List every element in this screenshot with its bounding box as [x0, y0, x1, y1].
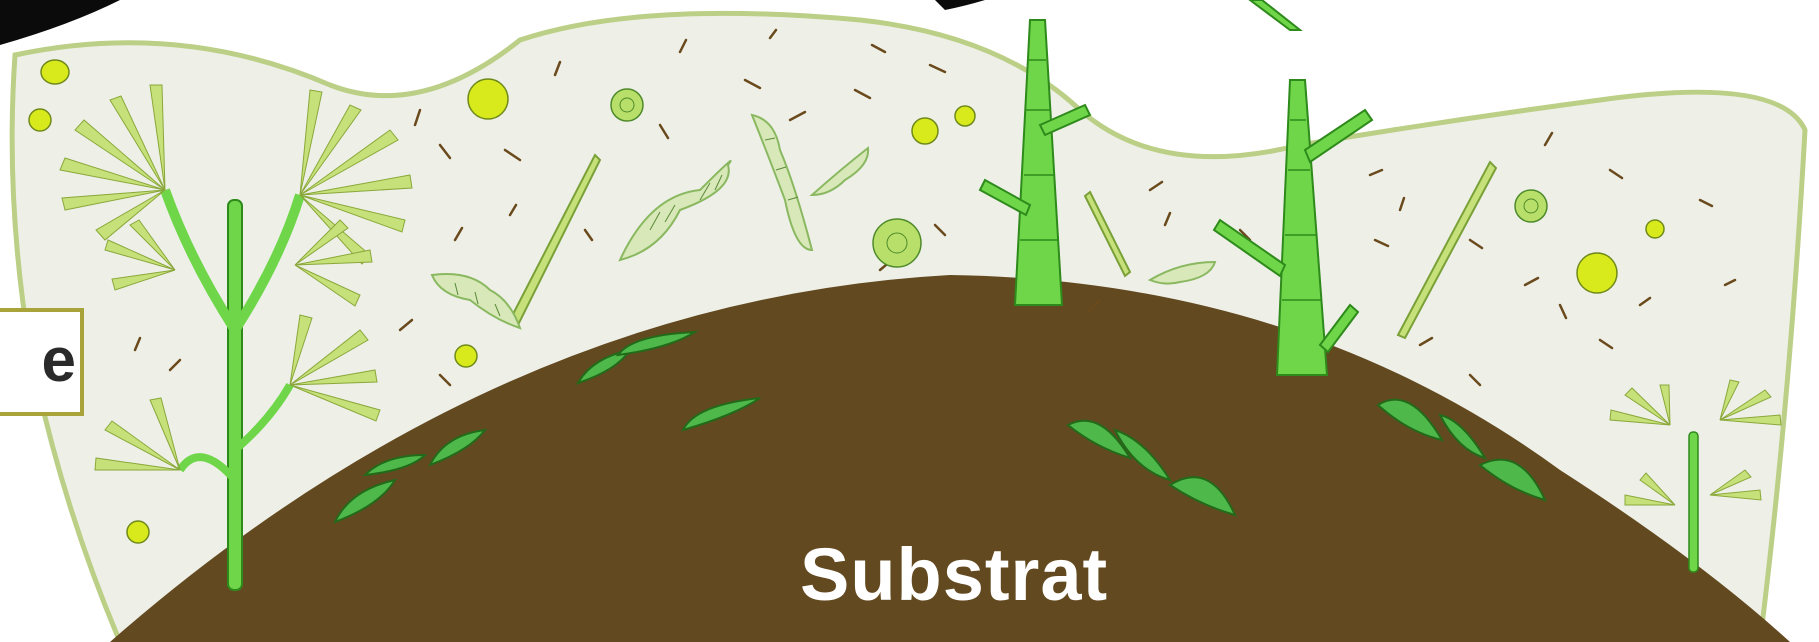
partial-label-text: e — [42, 330, 76, 392]
round-diatom-icon — [873, 219, 921, 267]
substrate-label: Substrat — [800, 538, 1108, 612]
green-algae-stalk-icon — [228, 200, 242, 590]
dark-shape-top-left — [0, 0, 120, 45]
round-diatom-icon — [1515, 190, 1547, 222]
dark-shape-top-middle — [935, 0, 985, 10]
partial-label-box: e — [0, 308, 84, 416]
round-diatom-icon — [611, 89, 643, 121]
